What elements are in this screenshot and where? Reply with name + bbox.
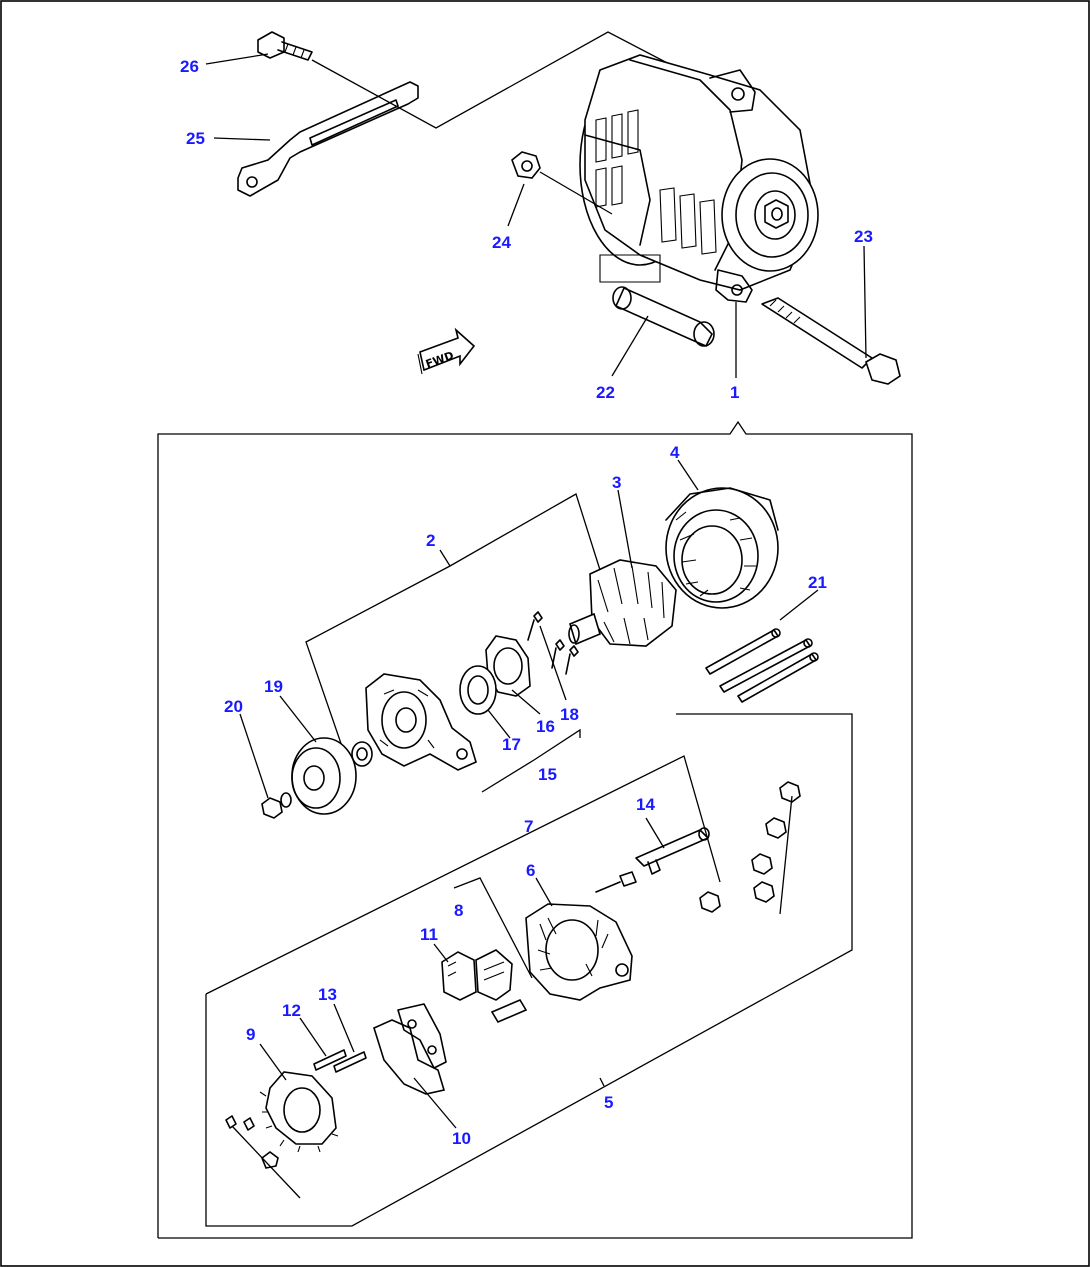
callout-22: 22 — [596, 383, 615, 402]
callout-7: 7 — [524, 817, 533, 836]
leader-9 — [259, 1043, 287, 1081]
callout-15: 15 — [538, 765, 557, 784]
callout-13: 13 — [318, 985, 337, 1004]
bracket-5 — [205, 713, 853, 1227]
leader-25 — [213, 137, 271, 141]
part-22-collar — [612, 286, 715, 348]
callout-5: 5 — [604, 1093, 613, 1112]
callout-9: 9 — [246, 1025, 255, 1044]
callout-16: 16 — [536, 717, 555, 736]
leader-21 — [779, 589, 819, 621]
part-17-bearing — [459, 665, 497, 715]
leader-2-tick — [439, 549, 451, 567]
bracket-15 — [481, 728, 581, 793]
part-11-regulator — [441, 951, 477, 1001]
callout-25: 25 — [186, 129, 205, 148]
callout-6: 6 — [526, 861, 535, 880]
callout-26: 26 — [180, 57, 199, 76]
callout-24: 24 — [492, 233, 511, 252]
leader-13 — [333, 1003, 355, 1053]
leader-16 — [511, 689, 541, 715]
leader-lower-screws — [231, 1125, 301, 1199]
callout-3: 3 — [612, 473, 621, 492]
callout-10: 10 — [452, 1129, 471, 1148]
callout-1: 1 — [730, 383, 739, 402]
callout-23: 23 — [854, 227, 873, 246]
part-10-rectifier-holder — [373, 1003, 447, 1095]
callout-20: 20 — [224, 697, 243, 716]
leader-19 — [279, 695, 317, 743]
callout-14: 14 — [636, 795, 655, 814]
leader-3 — [617, 489, 633, 569]
callout-11: 11 — [420, 925, 438, 944]
assembly-1-bracket — [157, 420, 913, 1239]
leader-24 — [507, 183, 525, 227]
callout-4: 4 — [670, 443, 680, 462]
leader-17 — [487, 709, 511, 739]
part-3-rotor — [568, 559, 677, 647]
part-14-terminal-bolt — [595, 827, 710, 893]
fwd-direction-arrow: FWD — [417, 327, 476, 375]
leader-8 — [453, 877, 533, 979]
leader-2 — [305, 493, 601, 759]
leader-5 — [599, 1077, 605, 1087]
part-12-13-screws — [313, 1049, 367, 1073]
drive-end-frame — [365, 673, 477, 771]
part-23-bolt — [761, 297, 901, 385]
part-8-brush-holder — [475, 949, 528, 1024]
leader-14 — [645, 817, 665, 849]
leader-20 — [239, 713, 269, 799]
callout-18: 18 — [560, 705, 579, 724]
part-21-through-bolts — [705, 628, 819, 703]
leader-23 — [863, 245, 867, 359]
callout-8: 8 — [454, 901, 463, 920]
part-26-bolt — [257, 31, 313, 61]
callout-12: 12 — [282, 1001, 301, 1020]
part-19-pulley — [291, 737, 357, 815]
leader-12 — [299, 1017, 327, 1057]
rectifier-screws-lower — [225, 1115, 279, 1169]
leader-stay — [311, 31, 701, 129]
callout-17: 17 — [502, 735, 521, 754]
callout-19: 19 — [264, 677, 283, 696]
leader-26 — [205, 53, 269, 65]
callout-2: 2 — [426, 531, 435, 550]
leader-10 — [413, 1077, 457, 1129]
leader-18 — [539, 625, 567, 701]
spacer — [351, 741, 373, 767]
rectifier-terminal-nuts — [699, 781, 801, 913]
part-20-nut-washer — [261, 792, 292, 819]
leader-11 — [433, 943, 449, 963]
part-9-rectifier-plate — [259, 1071, 339, 1153]
callout-21: 21 — [808, 573, 827, 592]
leader-4 — [677, 459, 699, 491]
part-4-stator — [665, 487, 779, 609]
part-18-screws — [527, 611, 579, 675]
leader-nuts — [779, 795, 793, 915]
part-6-rear-frame — [525, 903, 633, 1001]
part-25-stay — [237, 81, 419, 197]
leader-6 — [535, 877, 553, 907]
bracket-7 — [205, 755, 721, 995]
part-24-nut — [511, 151, 613, 215]
part-1-alternator — [579, 54, 819, 303]
leader-22 — [611, 315, 649, 377]
